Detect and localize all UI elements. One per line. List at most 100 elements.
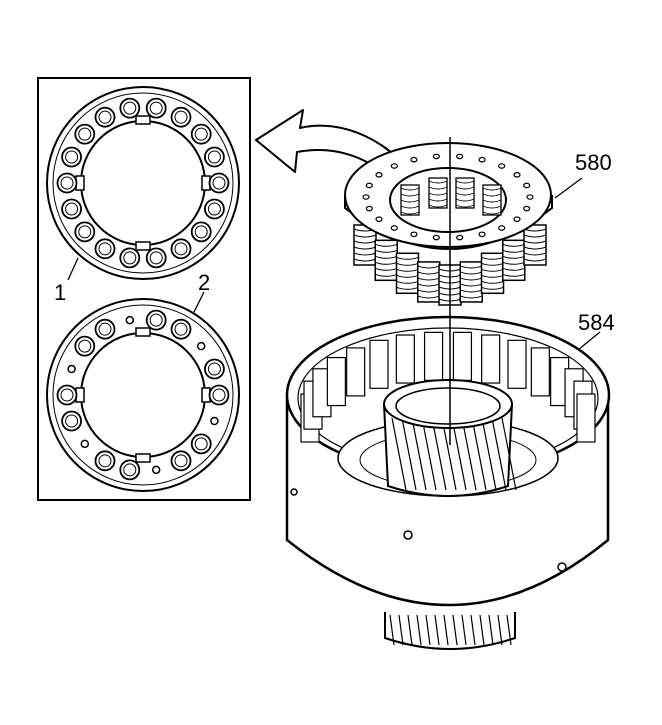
housing-hub-gear [383, 379, 517, 497]
housing-lug [423, 331, 444, 381]
gear-tooth [416, 614, 422, 646]
spring-hole [61, 146, 82, 168]
leader-line-584 [577, 331, 601, 351]
spring-hole [145, 247, 167, 269]
gear-tooth [470, 614, 476, 646]
spring-coils [353, 224, 547, 306]
spring-coil [523, 224, 547, 266]
plate-hole [498, 225, 506, 231]
gear-tooth [497, 614, 503, 646]
spring-plate-variant-1 [46, 86, 240, 280]
spring-hole [94, 106, 116, 128]
plate-hole [375, 172, 383, 178]
gear-tooth [506, 614, 512, 646]
spring-hole [94, 318, 116, 340]
spring-hole [119, 247, 141, 269]
spring-coil [459, 261, 483, 303]
plate-hole [513, 172, 521, 178]
leader-line-580 [554, 177, 583, 199]
housing-lower-gear [384, 612, 516, 650]
plate-hole [456, 234, 464, 241]
plate-hole [456, 153, 464, 160]
plate-hole [365, 205, 373, 212]
spring-hole [204, 198, 225, 220]
housing-lug [530, 347, 550, 397]
plate-hole [362, 194, 370, 200]
spring-coil [400, 184, 420, 216]
housing-lug [369, 339, 389, 389]
spring-coil [353, 224, 377, 266]
plate-hole [523, 205, 531, 212]
housing-lug [452, 331, 473, 381]
plate-hole [375, 216, 383, 222]
hub-tooth [411, 417, 427, 491]
upper-spring-coils [400, 177, 502, 216]
callout-2: 2 [198, 270, 210, 295]
spring-hole [204, 358, 225, 380]
spring-hole [56, 384, 78, 406]
small-hole [210, 416, 219, 426]
plate-hole [365, 182, 373, 189]
hub-tooth [391, 417, 407, 491]
hub-tooth [501, 417, 517, 491]
spring-hole [56, 172, 78, 194]
hub-tooth [471, 417, 487, 491]
housing-lug [507, 339, 527, 389]
leader-line-1 [67, 257, 79, 281]
spring-hole [94, 450, 116, 472]
hub-tooth [481, 417, 497, 491]
housing-lug [346, 347, 366, 397]
spring-hole [61, 410, 82, 432]
gear-tooth [425, 614, 431, 646]
plate-hole [390, 163, 398, 169]
spring-coil [480, 252, 505, 295]
spring-holes-plate-1 [56, 97, 230, 269]
inset-box: 1 2 [37, 77, 251, 501]
gear-tooth [461, 614, 467, 646]
plate-hole [498, 163, 506, 169]
gear-tooth [398, 614, 404, 646]
spring-coil [502, 239, 526, 282]
callout-584: 584 [578, 310, 615, 335]
assembly-plate-holes [362, 153, 534, 241]
gear-tooth [434, 614, 440, 646]
spring-hole [145, 97, 167, 119]
small-hole [125, 315, 135, 325]
spring-coil [374, 239, 398, 282]
gear-tooth [389, 614, 395, 646]
spring-hole [204, 146, 225, 168]
spring-coil [417, 261, 441, 303]
plate-hole [410, 156, 418, 163]
spring-coil [395, 252, 420, 295]
spring-hole [74, 221, 96, 243]
plate-hole [523, 182, 531, 189]
spring-hole [94, 238, 116, 260]
spring-hole [170, 318, 192, 340]
plate-hole [478, 231, 486, 238]
spring-hole [119, 97, 141, 119]
spring-hole [170, 106, 192, 128]
small-hole [151, 465, 161, 475]
plate-hole [432, 234, 440, 241]
small-hole [196, 341, 206, 351]
spring-coil [482, 184, 502, 216]
callout-1: 1 [54, 280, 66, 305]
spring-plate-variant-2 [46, 298, 240, 492]
housing-lug [326, 356, 346, 407]
leader-line-2 [193, 291, 205, 313]
small-hole [67, 364, 76, 374]
spring-hole [190, 433, 212, 455]
spring-hole [170, 238, 192, 260]
spring-hole [61, 198, 82, 220]
spring-hole [74, 335, 96, 357]
gear-tooth [407, 614, 413, 646]
hub-tooth [421, 417, 437, 491]
plate-hole [526, 194, 534, 200]
housing-lug [481, 334, 501, 384]
spring-holes-plate-2 [56, 309, 230, 481]
hub-tooth [491, 417, 507, 491]
plate-hole [390, 225, 398, 231]
spring-hole [170, 450, 192, 472]
plate-hole [478, 156, 486, 163]
